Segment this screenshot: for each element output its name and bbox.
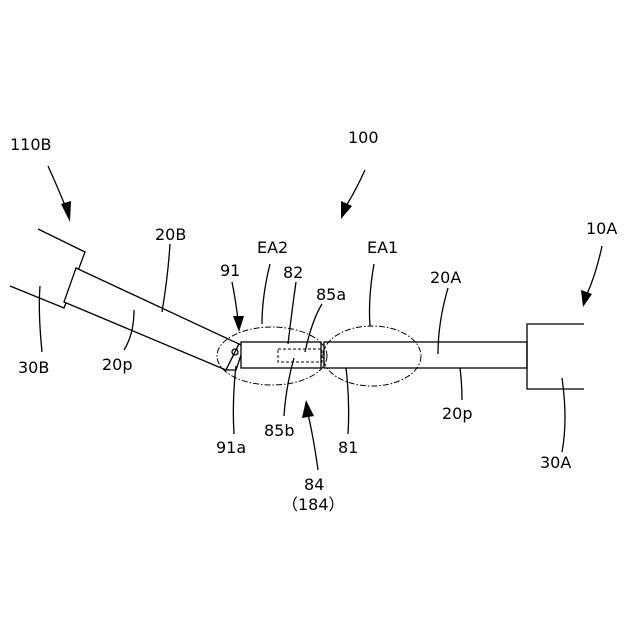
label-91a: 91a <box>216 438 246 457</box>
device-30A <box>527 324 584 389</box>
label-20A: 20A <box>430 268 461 287</box>
arrow-110B-icon <box>48 166 71 222</box>
arrow-84-icon <box>302 400 318 470</box>
label-84: 84 <box>304 475 324 494</box>
label-20p-left: 20p <box>102 355 133 374</box>
arrow-91-icon <box>232 282 244 332</box>
label-82: 82 <box>283 263 303 282</box>
label-20B: 20B <box>155 225 186 244</box>
label-81: 81 <box>338 438 358 457</box>
label-10A: 10A <box>586 219 617 238</box>
label-20p-right: 20p <box>442 404 473 423</box>
label-91: 91 <box>220 261 240 280</box>
arrow-10A-icon <box>581 246 602 307</box>
rod-20B <box>64 268 239 370</box>
label-30A: 30A <box>540 453 571 472</box>
arrow-100-icon <box>341 170 365 219</box>
rod-20A <box>324 342 527 368</box>
label-85a: 85a <box>316 285 346 304</box>
label-85b: 85b <box>264 421 295 440</box>
label-100: 100 <box>348 128 379 147</box>
label-30B: 30B <box>18 358 49 377</box>
label-110B: 110B <box>10 135 52 154</box>
label-EA2: EA2 <box>257 238 288 257</box>
label-EA1: EA1 <box>367 238 398 257</box>
connector-82 <box>241 342 322 368</box>
label-184: （184） <box>282 495 345 514</box>
